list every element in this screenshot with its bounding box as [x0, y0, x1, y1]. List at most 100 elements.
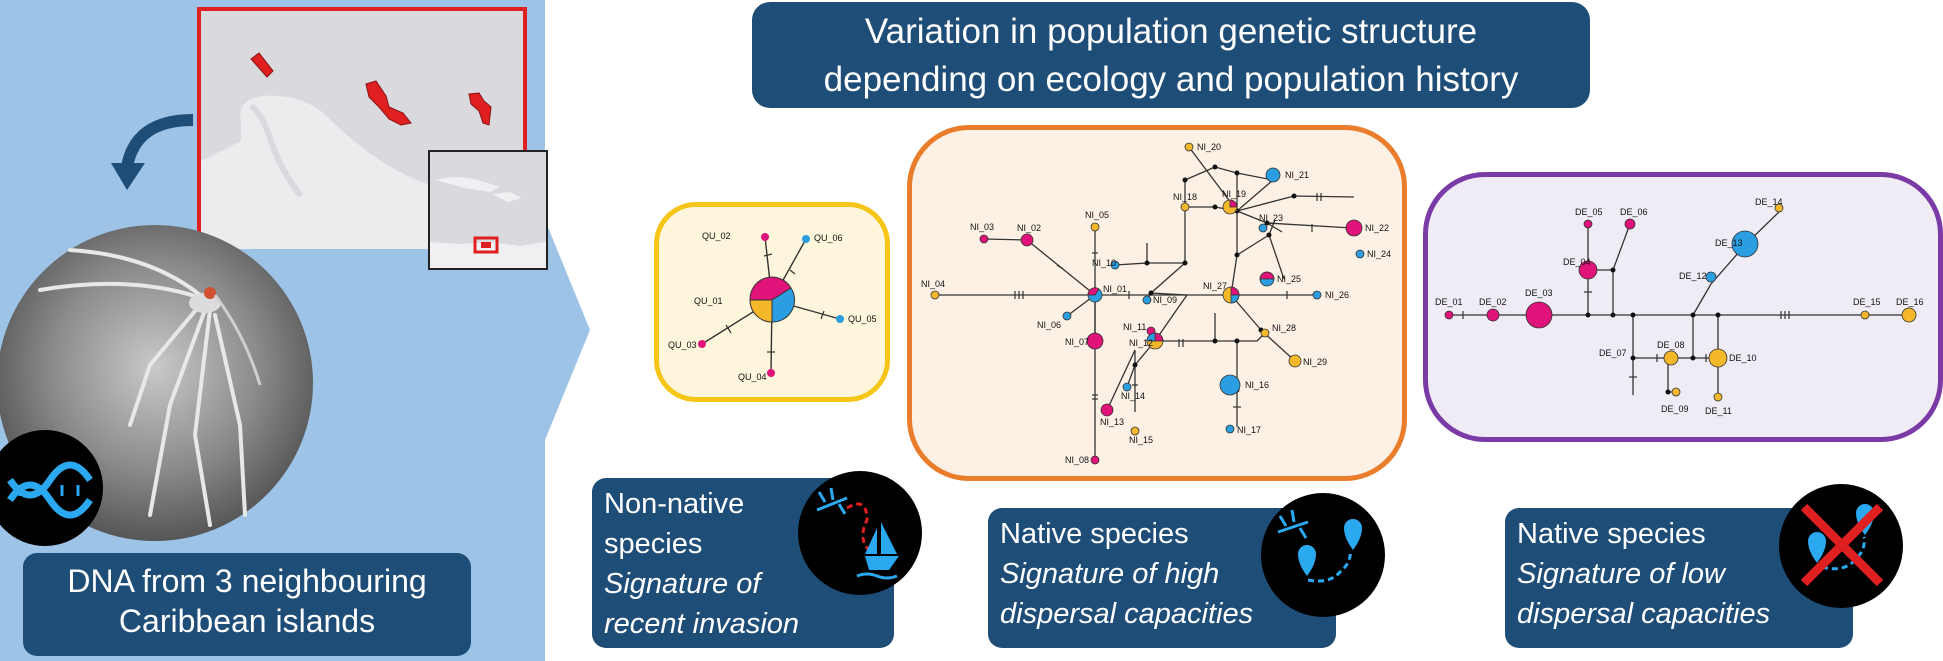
label-qu-01: QU_01 [694, 296, 723, 306]
label-ni-08: NI_08 [1065, 455, 1089, 465]
label-de-11: DE_11 [1705, 406, 1732, 416]
node-de-15 [1860, 310, 1870, 320]
node-ni-29 [1288, 354, 1302, 368]
network-qu: QU_02 QU_06 QU_01 QU_05 QU_04 QU_03 [668, 231, 877, 382]
label-ni-21: NI_21 [1285, 170, 1309, 180]
label-ni-12: NI_12 [1129, 338, 1153, 348]
panel-native-high [907, 125, 1407, 481]
caribbean-locator-map [428, 150, 548, 270]
label-native-low-line2: Signature of low [1517, 558, 1725, 590]
label-de-12: DE_12 [1679, 271, 1707, 281]
node-ni-23 [1258, 223, 1268, 233]
title-line1: Variation in population genetic structur… [864, 12, 1478, 51]
node-qu-05 [836, 315, 844, 323]
label-de-13: DE_13 [1715, 238, 1743, 248]
node-de-02 [1486, 308, 1500, 322]
node-de-11 [1713, 392, 1723, 402]
dna-icon [0, 430, 103, 546]
dna-label-line2: Caribbean islands [118, 603, 376, 639]
label-qu-06: QU_06 [814, 233, 843, 243]
label-ni-19: NI_19 [1222, 189, 1246, 199]
label-qu-03: QU_03 [668, 340, 697, 350]
mosquito-map-pins-icon [1261, 493, 1385, 617]
label-non-native: Non-native species Signature of recent i… [592, 478, 894, 648]
node-ni-26 [1312, 290, 1322, 300]
node-ni-07 [1086, 332, 1104, 350]
label-ni-14: NI_14 [1121, 391, 1145, 401]
label-native-low-line3: dispersal capacities [1517, 598, 1771, 630]
node-qu-01 [749, 276, 796, 323]
label-de-01: DE_01 [1435, 297, 1463, 307]
node-ni-06 [1062, 311, 1072, 321]
label-de-14: DE_14 [1755, 197, 1783, 207]
label-ni-02: NI_02 [1017, 223, 1041, 233]
label-qu-05: QU_05 [848, 314, 877, 324]
label-de-02: DE_02 [1479, 297, 1507, 307]
label-ni-17: NI_17 [1237, 425, 1261, 435]
node-qu-04 [767, 369, 775, 377]
label-ni-20: NI_20 [1197, 142, 1221, 152]
label-ni-04: NI_04 [921, 279, 945, 289]
label-de-08: DE_08 [1657, 340, 1685, 350]
label-de-10: DE_10 [1729, 353, 1757, 363]
node-ni-28 [1260, 328, 1270, 338]
node-ni-21 [1265, 167, 1281, 183]
label-ni-25: NI_25 [1277, 274, 1301, 284]
node-ni-18 [1180, 202, 1190, 212]
node-qu-03 [698, 340, 706, 348]
label-ni-24: NI_24 [1367, 249, 1391, 259]
node-ni-05 [1090, 222, 1100, 232]
node-ni-13 [1100, 403, 1114, 417]
label-de-05: DE_05 [1575, 207, 1603, 217]
node-ni-09 [1142, 295, 1152, 305]
label-ni-07: NI_07 [1065, 337, 1089, 347]
node-ni-22 [1345, 219, 1363, 237]
node-qu-06 [802, 235, 810, 243]
label-de-06: DE_06 [1620, 207, 1648, 217]
label-native-high-line2: Signature of high [1000, 558, 1220, 590]
label-de-07: DE_07 [1599, 348, 1627, 358]
label-ni-11: NI_11 [1123, 322, 1146, 332]
label-ni-01: NI_01 [1103, 284, 1127, 294]
node-de-06 [1624, 218, 1636, 230]
node-ni-15 [1130, 426, 1140, 436]
node-de-12 [1705, 271, 1717, 283]
label-ni-23: NI_23 [1259, 213, 1283, 223]
network-de: DE_01 DE_02 DE_03 DE_04 DE_05 DE_06 DE_0… [1435, 197, 1924, 416]
label-native-high-line1: Native species [1000, 518, 1189, 550]
node-de-14 [1774, 203, 1784, 213]
node-ni-16 [1219, 374, 1241, 396]
label-de-16: DE_16 [1896, 297, 1924, 307]
label-ni-22: NI_22 [1365, 223, 1389, 233]
node-de-08 [1663, 350, 1679, 366]
label-ni-26: NI_26 [1325, 290, 1349, 300]
title-line2: depending on ecology and population hist… [823, 60, 1519, 99]
node-ni-04 [930, 290, 940, 300]
node-de-01 [1444, 310, 1454, 320]
label-ni-13: NI_13 [1100, 417, 1124, 427]
label-qu-04: QU_04 [738, 372, 767, 382]
node-ni-10 [1110, 260, 1120, 270]
mosquito-boat-icon [798, 471, 922, 595]
island-map-shapes [201, 52, 492, 249]
panel-native-low [1423, 172, 1943, 442]
label-de-03: DE_03 [1525, 288, 1553, 298]
label-ni-16: NI_16 [1245, 380, 1269, 390]
node-de-10 [1708, 348, 1728, 368]
node-ni-03 [979, 234, 989, 244]
label-native-high-line3: dispersal capacities [1000, 598, 1254, 630]
dna-label-line1: DNA from 3 neighbouring [67, 563, 427, 599]
label-ni-28: NI_28 [1272, 323, 1296, 333]
label-qu-02: QU_02 [702, 231, 731, 241]
network-ni: NI_04 NI_03 NI_02 NI_05 NI_01 NI_06 NI_0… [921, 142, 1391, 465]
label-native-low-line1: Native species [1517, 518, 1706, 550]
node-ni-02 [1020, 233, 1034, 247]
node-de-05 [1583, 219, 1593, 229]
node-qu-02 [761, 233, 769, 241]
label-non-native-line2: species [604, 528, 703, 560]
label-non-native-line1: Non-native [604, 488, 745, 520]
node-ni-14 [1122, 382, 1132, 392]
label-ni-09: NI_09 [1153, 295, 1177, 305]
label-ni-18: NI_18 [1173, 192, 1197, 202]
label-de-04: DE_04 [1563, 257, 1591, 267]
